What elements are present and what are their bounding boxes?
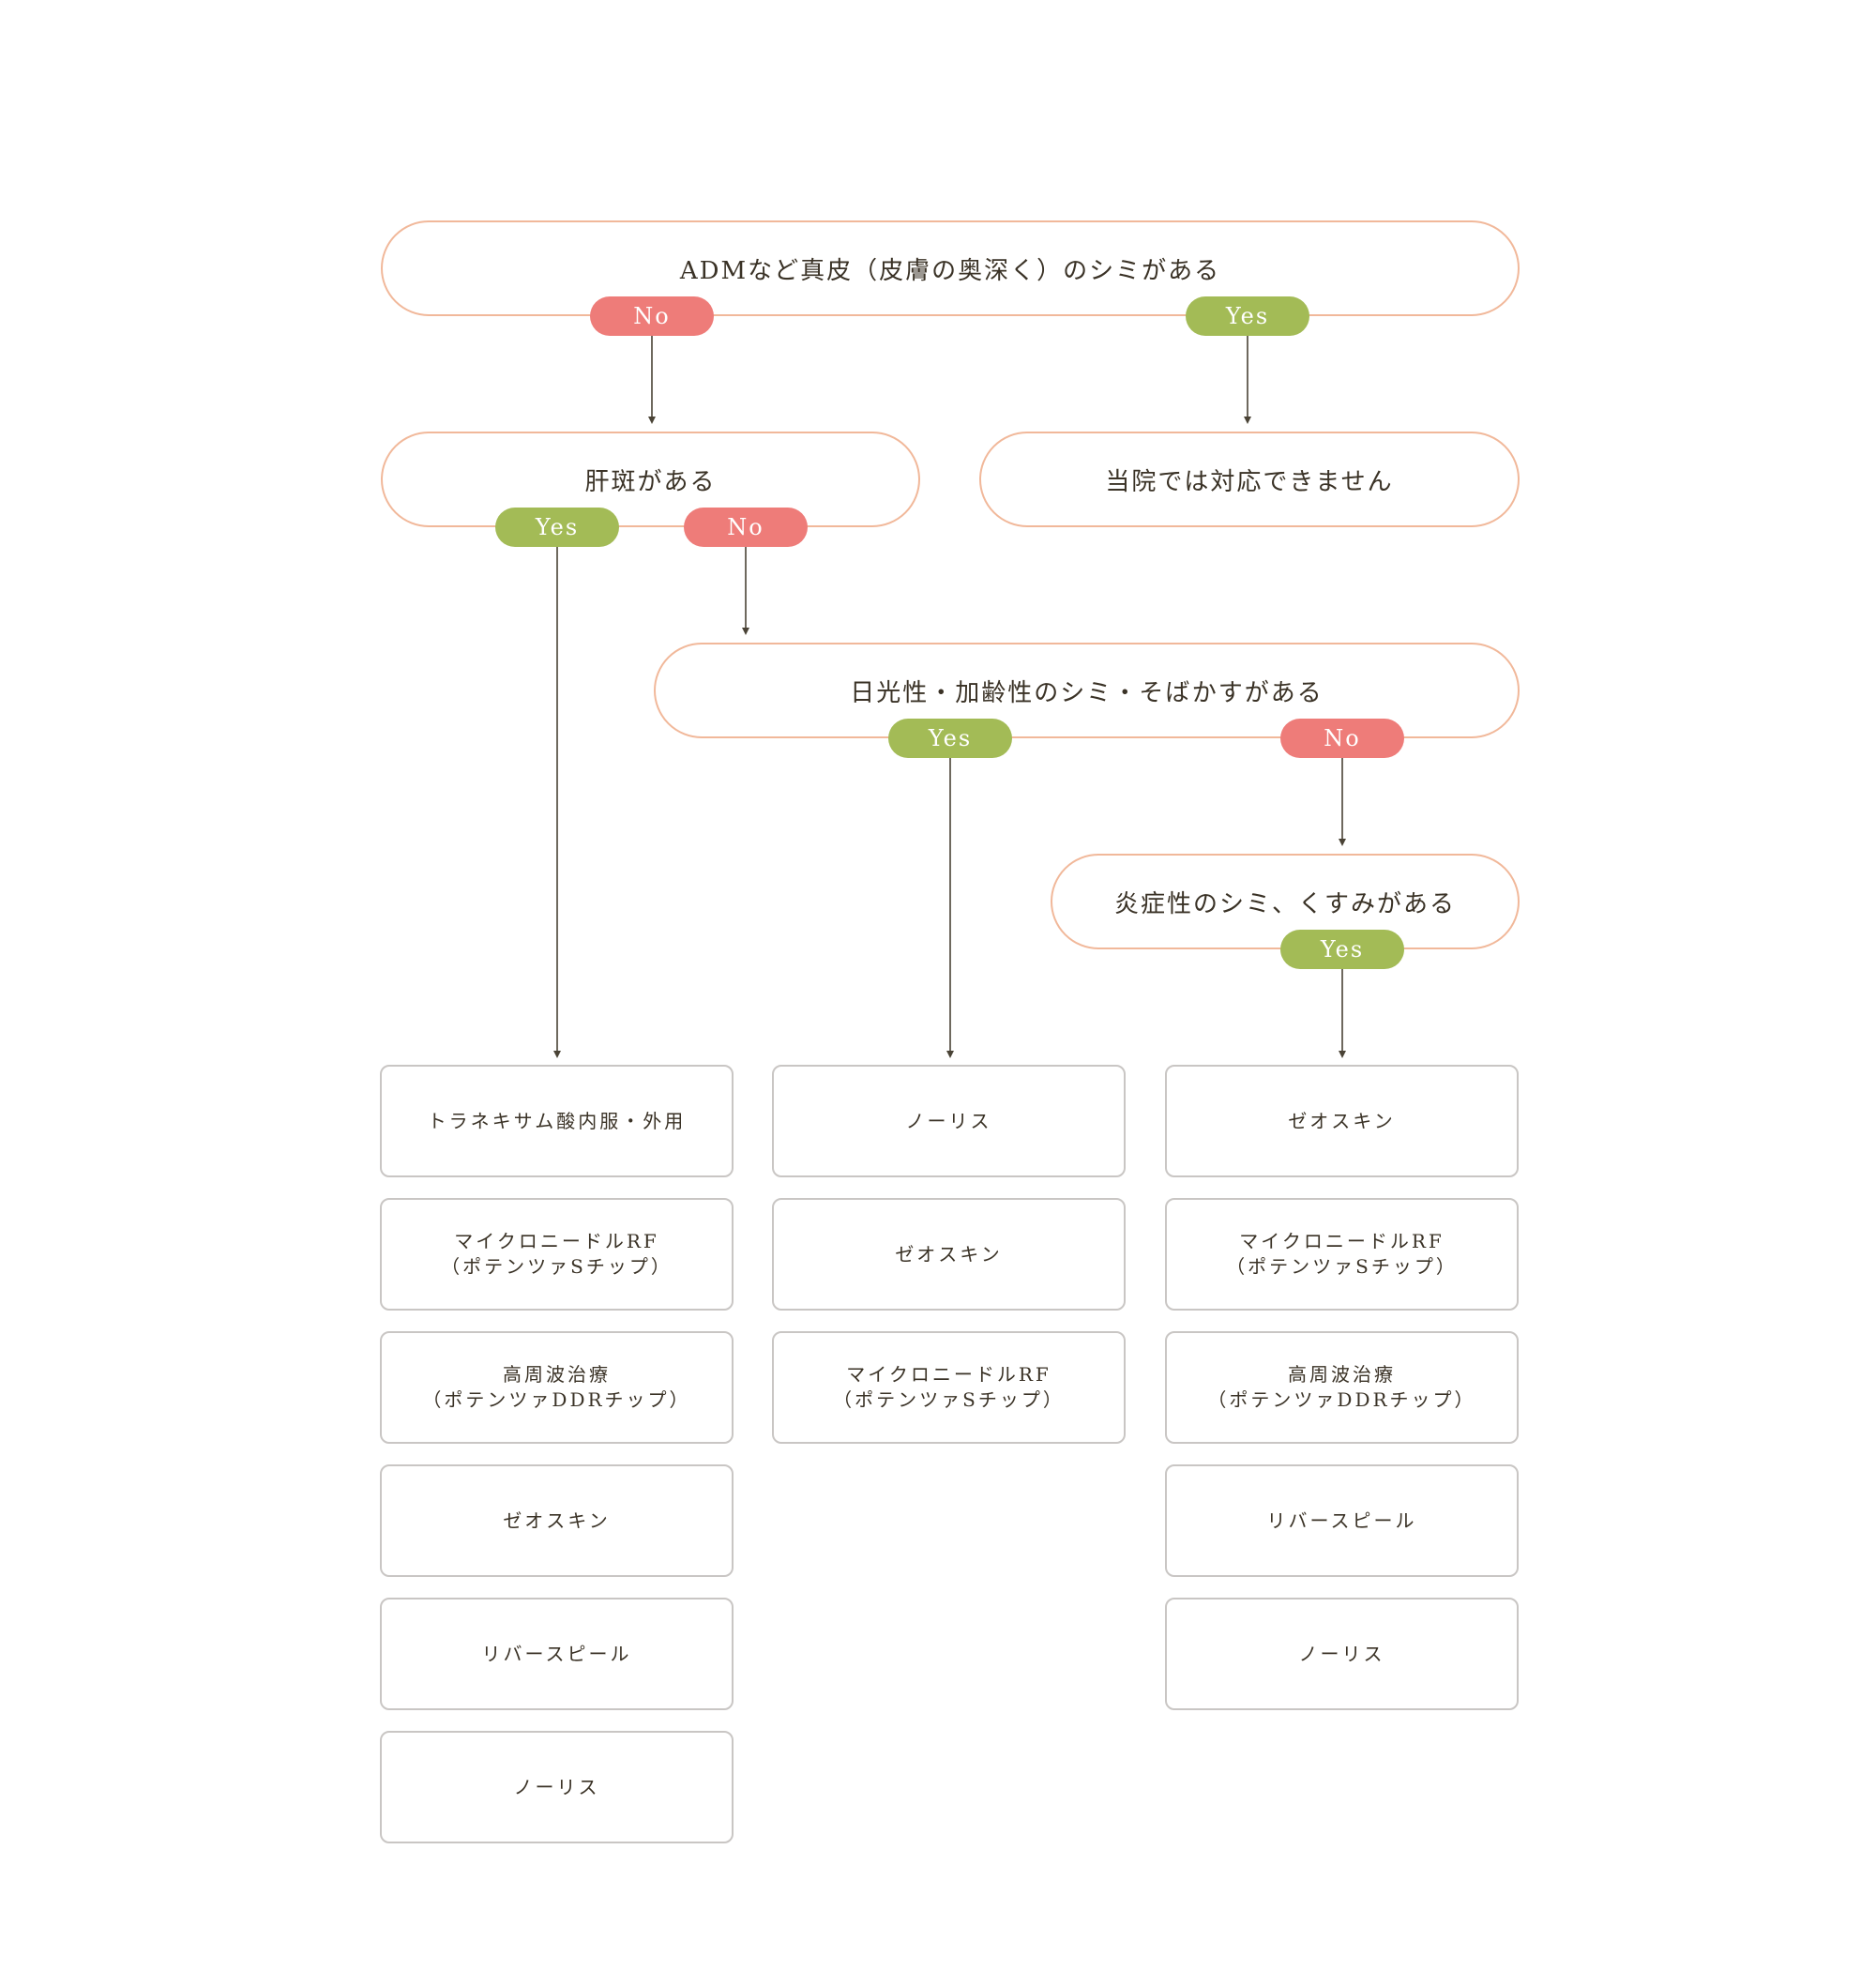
treatment-label: マイクロニードルRF （ポテンツァSチップ） bbox=[441, 1230, 673, 1278]
q1-no-badge: No bbox=[590, 296, 714, 336]
q4-no-badge: No bbox=[1280, 719, 1404, 758]
treatment-label: ノーリス bbox=[513, 1775, 600, 1798]
q5-yes-badge: Yes bbox=[1280, 930, 1404, 969]
question-melasma-label: 肝斑がある bbox=[584, 467, 717, 496]
treatment-label: リバースピール bbox=[1266, 1508, 1417, 1532]
treatment-label: 高周波治療 （ポテンツァDDRチップ） bbox=[1207, 1363, 1476, 1411]
q2-no-badge: No bbox=[684, 508, 808, 547]
col1-treatment-nordlys: ノーリス bbox=[380, 1731, 734, 1843]
question-melasma: 肝斑がある bbox=[381, 432, 920, 527]
col3-treatment-reverse-peel: リバースピール bbox=[1165, 1464, 1519, 1577]
col2-treatment-zo-skin: ゼオスキン bbox=[772, 1198, 1126, 1311]
col1-treatment-radiofrequency: 高周波治療 （ポテンツァDDRチップ） bbox=[380, 1331, 734, 1444]
question-dermal-spots: ADMなど真皮（皮膚の奥深く）のシミがある bbox=[381, 220, 1520, 316]
treatment-label: ノーリス bbox=[1298, 1642, 1385, 1665]
treatment-label: 高周波治療 （ポテンツァDDRチップ） bbox=[422, 1363, 691, 1411]
question-solar-aging-spots-label: 日光性・加齢性のシミ・そばかすがある bbox=[850, 678, 1324, 707]
result-not-supported: 当院では対応できません bbox=[979, 432, 1520, 527]
treatment-label: トラネキサム酸内服・外用 bbox=[427, 1109, 687, 1132]
col3-treatment-zo-skin: ゼオスキン bbox=[1165, 1065, 1519, 1177]
treatment-label: ゼオスキン bbox=[1288, 1109, 1396, 1132]
question-dermal-spots-label: ADMなど真皮（皮膚の奥深く）のシミがある bbox=[679, 256, 1221, 285]
treatment-label: ゼオスキン bbox=[895, 1242, 1003, 1266]
question-inflammatory-spots-label: 炎症性のシミ、くすみがある bbox=[1113, 889, 1456, 918]
col1-treatment-zo-skin: ゼオスキン bbox=[380, 1464, 734, 1577]
col1-treatment-microneedle-rf: マイクロニードルRF （ポテンツァSチップ） bbox=[380, 1198, 734, 1311]
col2-treatment-nordlys: ノーリス bbox=[772, 1065, 1126, 1177]
q1-yes-badge: Yes bbox=[1186, 296, 1309, 336]
result-not-supported-label: 当院では対応できません bbox=[1105, 467, 1394, 496]
treatment-label: ノーリス bbox=[905, 1109, 992, 1132]
treatment-label: ゼオスキン bbox=[503, 1508, 611, 1532]
treatment-label: リバースピール bbox=[481, 1642, 632, 1665]
q4-yes-badge: Yes bbox=[888, 719, 1012, 758]
col2-treatment-microneedle-rf: マイクロニードルRF （ポテンツァSチップ） bbox=[772, 1331, 1126, 1444]
col3-treatment-microneedle-rf: マイクロニードルRF （ポテンツァSチップ） bbox=[1165, 1198, 1519, 1311]
col1-treatment-tranexamic: トラネキサム酸内服・外用 bbox=[380, 1065, 734, 1177]
col1-treatment-reverse-peel: リバースピール bbox=[380, 1598, 734, 1710]
treatment-label: マイクロニードルRF （ポテンツァSチップ） bbox=[1226, 1230, 1458, 1278]
treatment-label: マイクロニードルRF （ポテンツァSチップ） bbox=[833, 1363, 1065, 1411]
col3-treatment-nordlys: ノーリス bbox=[1165, 1598, 1519, 1710]
col3-treatment-radiofrequency: 高周波治療 （ポテンツァDDRチップ） bbox=[1165, 1331, 1519, 1444]
q2-yes-badge: Yes bbox=[495, 508, 619, 547]
